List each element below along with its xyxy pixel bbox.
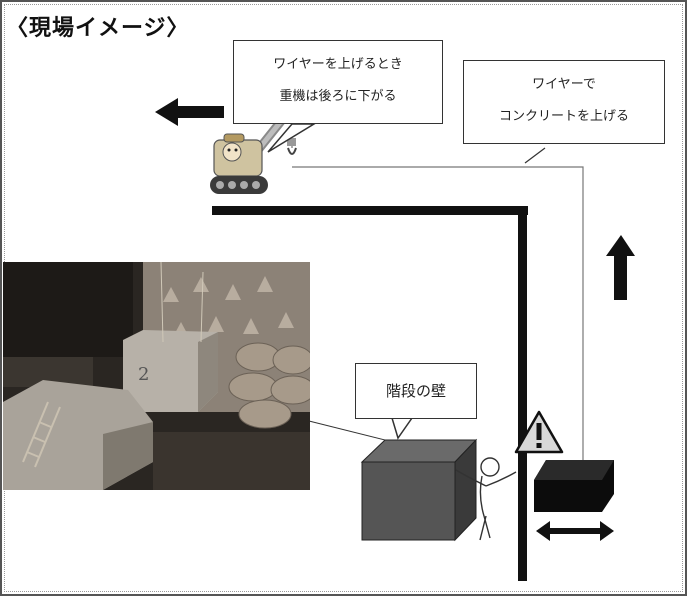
wire-callout-line2: コンクリートを上げる [498, 109, 629, 124]
wall-top [212, 206, 528, 215]
arrow-left-icon [155, 98, 224, 126]
warning-triangle-icon [514, 410, 564, 454]
block-number-label: 2 [138, 364, 149, 385]
wire-callout-line1: ワイヤーで [532, 77, 596, 92]
wire-callout: ワイヤーで コンクリートを上げる [463, 60, 665, 144]
wire-line [292, 166, 584, 460]
crane-callout-tail [267, 123, 317, 153]
crane-callout: ワイヤーを上げるとき 重機は後ろに下がる [233, 40, 443, 124]
stairs-wall-callout: 階段の壁 [355, 363, 477, 419]
page-title: 〈現場イメージ〉 [6, 16, 190, 41]
gray-block [360, 438, 478, 542]
stairs-callout-tail [390, 417, 414, 440]
worker-icon [455, 457, 517, 541]
arrow-up-icon [606, 235, 635, 300]
site-photo: 2 [3, 262, 310, 490]
wire-callout-pointer [524, 147, 546, 164]
black-block [534, 460, 614, 512]
crane-callout-line2: 重機は後ろに下がる [279, 89, 397, 104]
crane-callout-line1: ワイヤーを上げるとき [273, 57, 403, 72]
double-arrow-icon [536, 521, 614, 541]
wall-vertical [518, 206, 527, 581]
